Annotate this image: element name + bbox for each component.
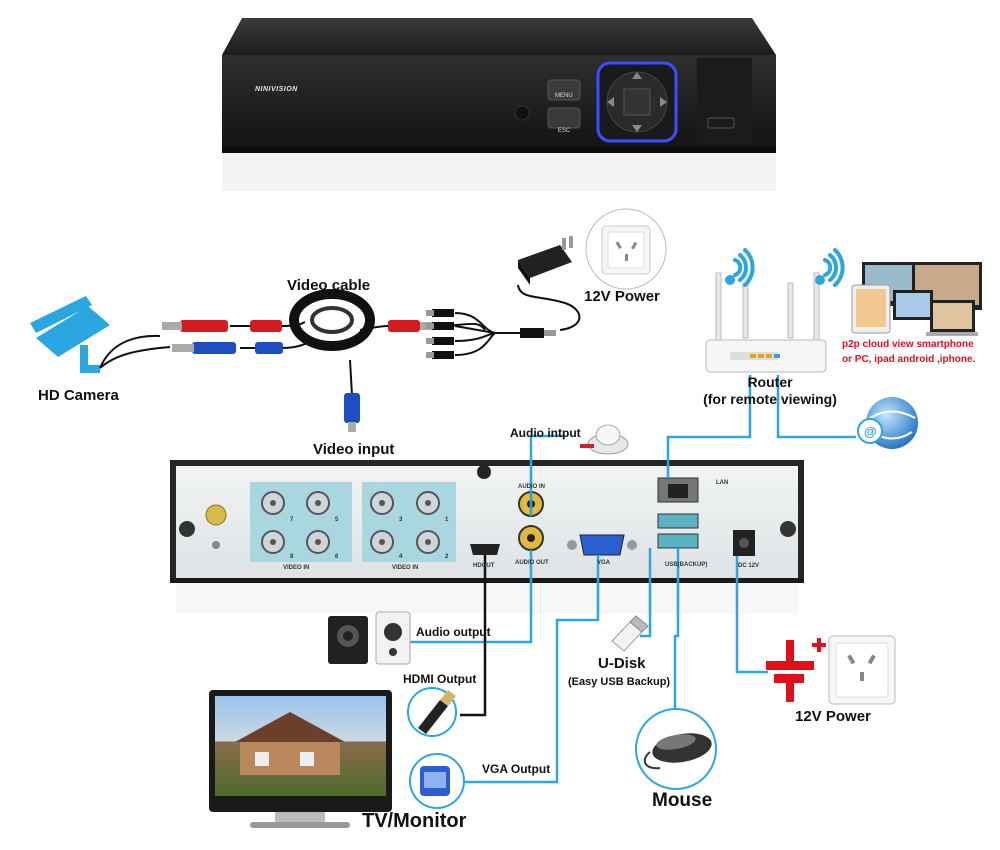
wifi-icon-left — [725, 248, 755, 287]
router-label: Router — [747, 374, 793, 390]
u-disk-label: U-Disk — [598, 655, 646, 672]
dvr-front-unit — [222, 18, 776, 191]
bnc-plug-blue-mid — [255, 342, 283, 354]
esc-button[interactable]: ESC — [558, 128, 571, 134]
channel-label: 2 — [445, 554, 449, 560]
p2p-line-1: p2p cloud view smartphone — [842, 339, 974, 350]
rca-plug-red-mid — [250, 320, 282, 332]
channel-label: 6 — [335, 554, 339, 560]
dc-label: DC 12V — [738, 563, 760, 569]
hd-camera-label: HD Camera — [38, 387, 119, 404]
power-top-label: 12V Power — [584, 288, 660, 305]
router-icon — [705, 272, 827, 373]
cable-coil — [289, 289, 375, 351]
vga-port — [567, 534, 637, 556]
video-cable-assembly — [99, 284, 581, 396]
channel-label: 7 — [290, 517, 294, 523]
black-connection-lines — [460, 555, 487, 717]
channel-label: 1 — [445, 517, 449, 523]
video-in-label-2: VIDEO IN — [392, 565, 419, 571]
lan-label: LAN — [716, 480, 729, 486]
bnc-plug-blue-left — [172, 342, 236, 354]
usb-ports — [657, 513, 699, 549]
channel-label: 4 — [399, 554, 403, 560]
video-in-label-1: VIDEO IN — [283, 565, 310, 571]
dc-power-symbol — [766, 638, 826, 702]
channel-label: 5 — [335, 517, 339, 523]
wifi-icon-right — [815, 248, 845, 287]
video-input-label: Video input — [313, 441, 395, 458]
audio-input-label: Audio intput — [510, 426, 581, 440]
channel-label: 8 — [290, 554, 294, 560]
power-socket-icon-bottom — [828, 635, 896, 705]
p2p-line-2: or PC, ipad android ,iphone. — [842, 354, 976, 365]
blue-connection-lines — [410, 375, 856, 784]
power-adapter-icon — [518, 236, 573, 285]
globe-icon: @ — [857, 397, 918, 449]
menu-button[interactable]: MENU — [555, 93, 573, 99]
mouse-icon — [635, 708, 717, 790]
brand-logo: NINIVISION — [255, 86, 298, 93]
audio-output-label: Audio output — [416, 625, 491, 639]
svg-text:@: @ — [864, 424, 877, 439]
remote-devices-icon — [851, 262, 982, 336]
rca-plug-red-left — [162, 320, 228, 332]
audio-in-label: AUDIO IN — [518, 484, 545, 490]
monitor-icon — [209, 690, 392, 828]
bnc-plug-video-input — [344, 393, 360, 432]
speaker-icon — [328, 611, 411, 665]
vga-plug-icon — [409, 753, 465, 809]
hdmi-port — [470, 544, 500, 555]
power-splitter — [426, 309, 556, 359]
audio-out-port — [518, 525, 544, 551]
dc-power-port — [733, 530, 755, 556]
vga-output-label: VGA Output — [482, 762, 551, 776]
video-cable-label: Video cable — [287, 277, 371, 294]
usb-disk-icon — [611, 615, 649, 652]
power-socket-icon-top — [585, 208, 667, 290]
hdmi-out-label: HDOUT — [473, 563, 495, 569]
camera-icon — [30, 296, 110, 373]
vga-label: VGA — [597, 560, 611, 566]
audio-out-label: AUDIO OUT — [515, 560, 549, 566]
microphone-icon — [580, 424, 629, 455]
hdmi-output-label: HDMI Output — [403, 672, 477, 686]
tv-monitor-label: TV/Monitor — [362, 810, 467, 832]
lan-port — [657, 477, 699, 503]
power-bottom-label: 12V Power — [795, 708, 871, 725]
hdmi-plug-icon — [407, 687, 457, 737]
channel-label: 3 — [399, 517, 403, 523]
router-sub-label: (for remote viewing) — [703, 391, 837, 407]
mouse-label: Mouse — [652, 790, 713, 811]
u-disk-sub-label: (Easy USB Backup) — [568, 676, 671, 688]
usb-label: USB(BACKUP) — [665, 562, 708, 568]
